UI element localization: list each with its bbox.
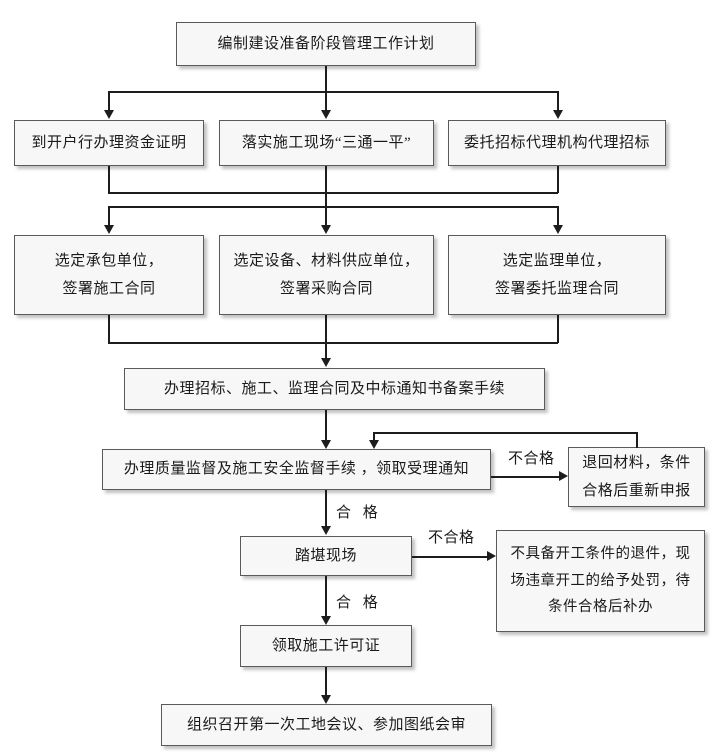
- connector-bus-collect-row3: [108, 342, 558, 344]
- connector-bus-collect-row2: [108, 192, 558, 194]
- arrow-into-n9-main: [321, 440, 331, 449]
- node-site-survey[interactable]: 踏堪现场: [240, 536, 412, 576]
- connector-n13-to-n14: [325, 667, 327, 699]
- node-site-three-connections-one-leveling[interactable]: 落实施工现场“三通一平”: [219, 120, 434, 166]
- arrow-into-n11: [321, 526, 331, 535]
- node-filing-procedures-contracts[interactable]: 办理招标、施工、监理合同及中标通知书备案手续: [124, 368, 545, 410]
- arrow-into-n6: [321, 225, 331, 234]
- arrow-into-n8: [321, 358, 331, 367]
- node-reject-unqualified-start-conditions[interactable]: 不具备开工条件的退件，现 场违章开工的给予处罚，待 条件合格后补办: [496, 530, 705, 632]
- edge-label-unqualified-2: 不合格: [428, 530, 475, 546]
- node-label: 办理招标、施工、监理合同及中标通知书备案手续: [163, 380, 505, 397]
- connector-n9-to-n10: [491, 476, 560, 478]
- node-label: 办理质量监督及施工安全监督手续 ，领取受理通知: [123, 461, 470, 478]
- connector-n2-down: [108, 166, 110, 193]
- node-plan-preparation-stage[interactable]: 编制建设准备阶段管理工作计划: [176, 22, 476, 66]
- connector-n11-to-n13: [325, 576, 327, 620]
- arrow-into-n9-feedback: [369, 440, 379, 449]
- arrow-into-n2: [104, 110, 114, 119]
- node-select-equipment-material-supplier-sign-purchase-contract[interactable]: 选定设备、材料供应单位， 签署采购合同: [219, 235, 434, 315]
- node-select-supervisor-sign-supervision-contract[interactable]: 选定监理单位， 签署委托监理合同: [448, 235, 666, 315]
- connector-n10-loop-across: [373, 432, 637, 434]
- node-label-line-2: 场违章开工的给予处罚，待: [510, 572, 691, 589]
- connector-n8-to-n9: [325, 410, 327, 444]
- node-label: 踏堪现场: [294, 547, 357, 564]
- connector-bus-left-drop-r3: [108, 206, 110, 231]
- connector-bus-right-drop-r3: [557, 206, 559, 231]
- node-select-contractor-sign-construction-contract[interactable]: 选定承包单位， 签署施工合同: [14, 235, 204, 315]
- arrow-into-n4: [553, 110, 563, 119]
- connector-n10-loop-down: [373, 432, 375, 444]
- node-entrust-bidding-agency[interactable]: 委托招标代理机构代理招标: [448, 120, 666, 166]
- edge-label-unqualified-1: 不合格: [508, 451, 555, 467]
- node-return-materials-reapply[interactable]: 退回材料，条件 合格后重新申报: [568, 447, 705, 507]
- arrow-into-n3: [321, 110, 331, 119]
- connector-bus-left-drop-r2: [108, 91, 110, 116]
- connector-n10-loop-up: [636, 432, 638, 448]
- arrow-into-n7: [553, 225, 563, 234]
- connector-n4-down: [557, 166, 559, 193]
- node-label-line-1: 不具备开工条件的退件，现: [510, 545, 691, 562]
- node-label-line-2: 签署委托监理合同: [494, 281, 619, 297]
- connector-n3-down: [325, 166, 327, 206]
- arrow-into-n5: [104, 225, 114, 234]
- node-label: 领取施工许可证: [271, 637, 381, 654]
- connector-merge-to-n8: [325, 315, 327, 362]
- connector-n7-down: [557, 315, 559, 343]
- node-label-line-3: 条件合格后补办: [548, 599, 653, 616]
- connector-n1-down: [325, 66, 327, 92]
- node-label-line-2: 签署施工合同: [62, 281, 156, 297]
- connector-bus-mid-drop-r3: [325, 206, 327, 231]
- connector-n9-to-n11: [325, 490, 327, 530]
- connector-n5-down: [108, 315, 110, 343]
- node-obtain-construction-permit[interactable]: 领取施工许可证: [240, 625, 412, 667]
- node-label-line-2: 签署采购合同: [279, 281, 373, 297]
- arrow-into-n13: [321, 616, 331, 625]
- node-bank-fund-certificate[interactable]: 到开户行办理资金证明: [14, 120, 204, 166]
- node-first-site-meeting-drawing-review[interactable]: 组织召开第一次工地会议、参加图纸会审: [161, 704, 492, 746]
- node-quality-safety-supervision-procedures[interactable]: 办理质量监督及施工安全监督手续 ，领取受理通知: [102, 449, 491, 490]
- connector-bus-right-drop-r2: [557, 91, 559, 116]
- arrow-into-n10: [559, 471, 568, 481]
- node-label: 委托招标代理机构代理招标: [463, 134, 650, 151]
- connector-n11-to-n12: [412, 556, 488, 558]
- arrow-into-n12: [487, 551, 496, 561]
- node-label-line-1: 选定监理单位，: [502, 252, 612, 269]
- connector-bus-row1-row2: [108, 91, 558, 93]
- node-label-line-1: 退回材料，条件: [582, 454, 691, 471]
- node-label: 到开户行办理资金证明: [31, 134, 187, 151]
- edge-label-qualified-1: 合 格: [336, 505, 382, 521]
- node-label-line-2: 合格后重新申报: [582, 483, 691, 499]
- node-label-line-1: 选定承包单位，: [54, 252, 164, 269]
- node-label: 编制建设准备阶段管理工作计划: [217, 35, 435, 52]
- edge-label-qualified-2: 合 格: [336, 595, 382, 611]
- node-label-line-1: 选定设备、材料供应单位，: [233, 252, 420, 269]
- node-label: 组织召开第一次工地会议、参加图纸会审: [186, 716, 466, 733]
- connector-bus-row2-row3: [108, 206, 558, 208]
- connector-bus-mid-drop-r2: [325, 91, 327, 116]
- node-label: 落实施工现场“三通一平”: [241, 134, 412, 151]
- arrow-into-n14: [321, 695, 331, 704]
